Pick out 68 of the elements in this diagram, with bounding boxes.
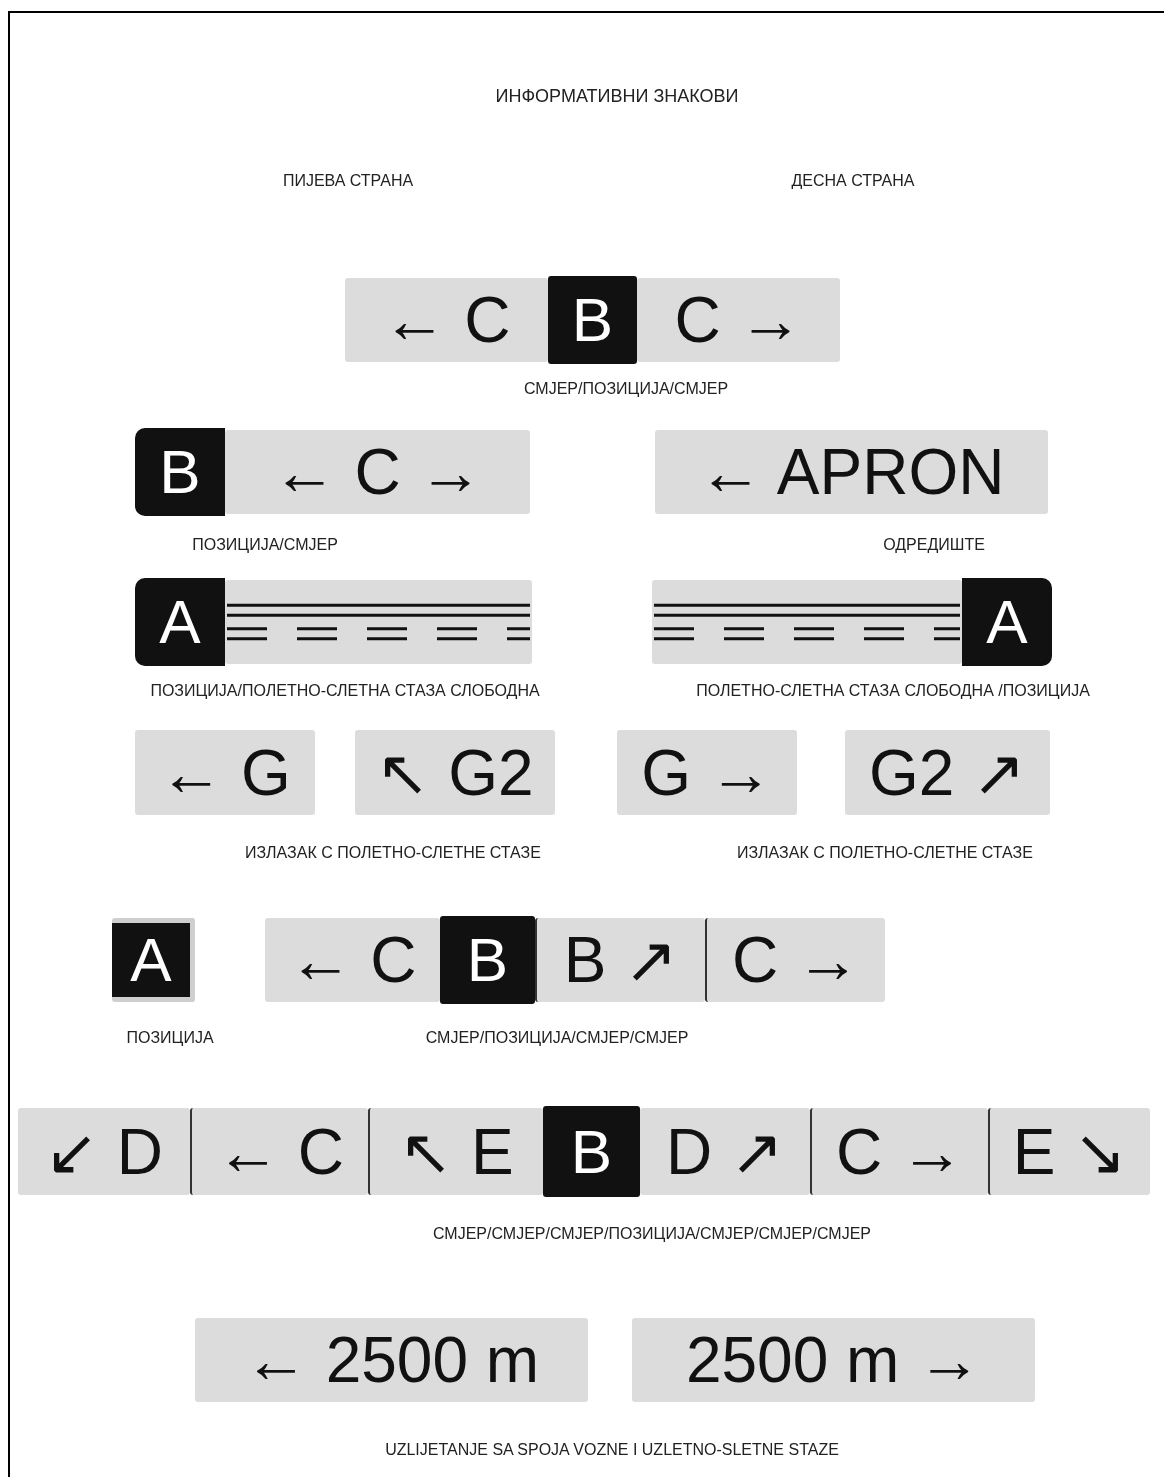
sign-text: G →: [641, 740, 773, 805]
direction-sign: [190, 1108, 368, 1195]
sign-text: B: [159, 441, 201, 503]
sign-caption: ПОЗИЦИЈА: [126, 1029, 214, 1047]
direction-sign: [345, 278, 548, 362]
sign-caption: ИЗЛАЗАК С ПОЛЕТНО-СЛЕТНЕ СТАЗЕ: [737, 844, 1033, 862]
direction-sign: [18, 1108, 190, 1195]
location-sign: [548, 276, 637, 364]
sign-text: ↖ G2: [376, 740, 534, 805]
direction-sign: [655, 430, 1048, 514]
sign-caption: ИЗЛАЗАК С ПОЛЕТНО-СЛЕТНЕ СТАЗЕ: [245, 844, 541, 862]
runway-holding-sign: [225, 580, 532, 664]
sign-text: ↖ E: [399, 1119, 514, 1184]
direction-sign: [637, 278, 840, 362]
sign-text: ← APRON: [698, 440, 1005, 504]
sign-text: B: [571, 289, 614, 351]
direction-sign: [617, 730, 797, 815]
title: ИНФОРМАТИВНИ ЗНАКОВИ: [495, 86, 739, 107]
sign-caption: ПОЗИЦИЈА/ПОЛЕТНО-СЛЕТНА СТАЗА СЛОБОДНА: [150, 682, 540, 700]
sign-text: C →: [732, 928, 860, 992]
runway-holding-sign: [652, 580, 962, 664]
direction-sign: [195, 1318, 588, 1402]
sign-text: A: [130, 929, 172, 991]
sign-text: ← C: [382, 288, 511, 352]
location-sign: [112, 918, 195, 1002]
direction-sign: [988, 1108, 1150, 1195]
sign-text: A: [159, 591, 201, 653]
sign-caption: СМЈЕР/ПОЗИЦИЈА/СМЈЕР: [523, 380, 729, 398]
location-sign: [543, 1106, 640, 1197]
direction-sign: [135, 730, 315, 815]
sign-text: ↙ D: [45, 1119, 163, 1184]
sign-text: ← 2500 m: [243, 1328, 540, 1392]
sign-text: ← C: [288, 928, 417, 992]
sign-text: D ↗: [666, 1119, 784, 1184]
location-sign: [135, 428, 225, 516]
column-heading: ПИЈЕВА СТРАНА: [282, 172, 414, 190]
sign-caption: UZLIJETANJE SA SPOJA VOZNE I UZLETNO-SLETNE STAZE: [385, 1441, 839, 1459]
sign-text: B ↗: [563, 928, 679, 992]
location-sign: [440, 916, 535, 1004]
sign-text: B: [570, 1120, 613, 1183]
direction-sign: [265, 918, 440, 1002]
sign-text: A: [986, 591, 1028, 653]
sign-caption: ПОЗИЦИЈА/СМЈЕР: [192, 536, 338, 554]
direction-sign: [705, 918, 885, 1002]
sign-text: C →: [836, 1119, 964, 1184]
direction-sign: [355, 730, 555, 815]
direction-sign: [845, 730, 1050, 815]
direction-sign: [810, 1108, 988, 1195]
sign-text: ← C: [216, 1119, 344, 1184]
direction-sign: [632, 1318, 1035, 1402]
direction-sign: [640, 1108, 810, 1195]
sign-caption: ОДРЕДИШТЕ: [883, 536, 985, 554]
sign-text: ← C →: [272, 440, 483, 504]
direction-sign: [535, 918, 705, 1002]
sign-text: 2500 m →: [685, 1328, 982, 1392]
sign-caption: ПОЛЕТНО-СЛЕТНА СТАЗА СЛОБОДНА /ПОЗИЦИЈА: [696, 682, 1090, 700]
direction-sign: [368, 1108, 543, 1195]
sign-caption: СМЈЕР/ПОЗИЦИЈА/СМЈЕР/СМЈЕР: [425, 1029, 689, 1047]
direction-sign: [225, 430, 530, 514]
sign-text: B: [466, 929, 509, 991]
sign-text: C →: [674, 288, 803, 352]
column-heading: ДЕСНА СТРАНА: [791, 172, 915, 190]
sign-text: E ↘: [1012, 1119, 1128, 1184]
location-sign: [962, 578, 1052, 666]
sign-text: ← G: [159, 740, 291, 805]
sign-caption: СМЈЕР/СМЈЕР/СМЈЕР/ПОЗИЦИЈА/СМЈЕР/СМЈЕР/СМЈЕР: [432, 1225, 872, 1243]
location-sign: [135, 578, 225, 666]
sign-text: G2 ↗: [868, 740, 1027, 805]
